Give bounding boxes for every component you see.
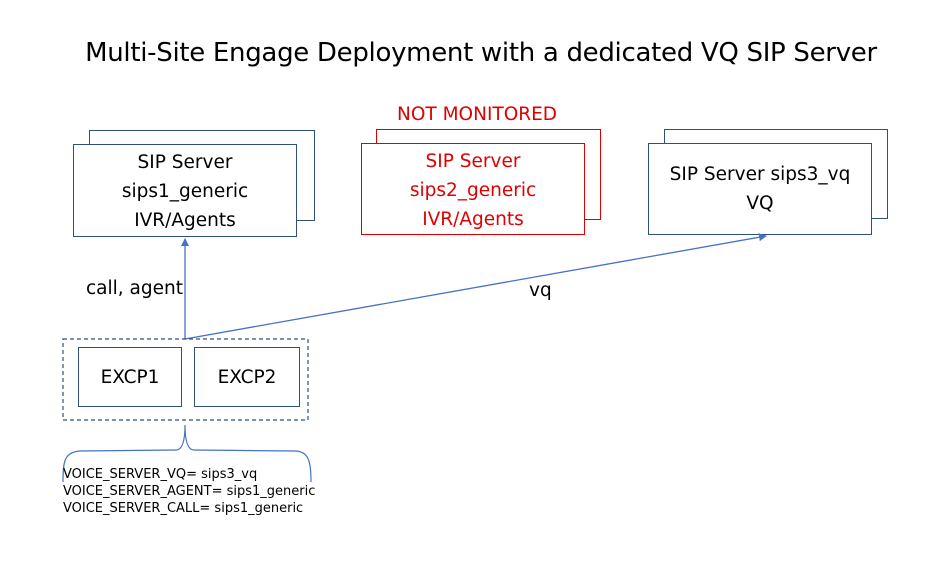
server-2-line-3: IVR/Agents (422, 209, 524, 230)
server-2-box: SIP Server sips2_generic IVR/Agents (361, 143, 585, 235)
excp1-node: EXCP1 (78, 347, 182, 407)
not-monitored-badge: NOT MONITORED (397, 104, 558, 125)
excp1-label: EXCP1 (100, 367, 160, 388)
config-brace (62, 424, 312, 483)
server-1-line-3: IVR/Agents (134, 210, 236, 231)
server-2-line-2: sips2_generic (409, 180, 537, 201)
server-3-line-1: SIP Server sips3_vq (669, 164, 851, 185)
excp2-label: EXCP2 (217, 367, 277, 388)
server-1-line-2: sips1_generic (121, 181, 249, 202)
edge-vq (184, 233, 767, 340)
server-1-box: SIP Server sips1_generic IVR/Agents (73, 144, 297, 237)
server-3-line-2: VQ (746, 193, 774, 214)
config-line-vq: VOICE_SERVER_VQ= sips3_vq (63, 467, 258, 482)
server-2-line-1: SIP Server (425, 151, 521, 172)
edge-label-call-agent: call, agent (86, 278, 183, 299)
excp-group-border (62, 338, 309, 421)
diagram-title: Multi-Site Engage Deployment with a dedi… (85, 38, 877, 68)
excp2-node: EXCP2 (194, 347, 300, 407)
config-line-call: VOICE_SERVER_CALL= sips1_generic (63, 501, 304, 516)
edge-label-vq: vq (529, 280, 552, 301)
server-1-line-1: SIP Server (137, 152, 233, 173)
server-3-box: SIP Server sips3_vq VQ (648, 143, 872, 235)
config-block: VOICE_SERVER_VQ= sips3_vq VOICE_SERVER_A… (63, 466, 315, 517)
config-line-agent: VOICE_SERVER_AGENT= sips1_generic (63, 484, 316, 499)
